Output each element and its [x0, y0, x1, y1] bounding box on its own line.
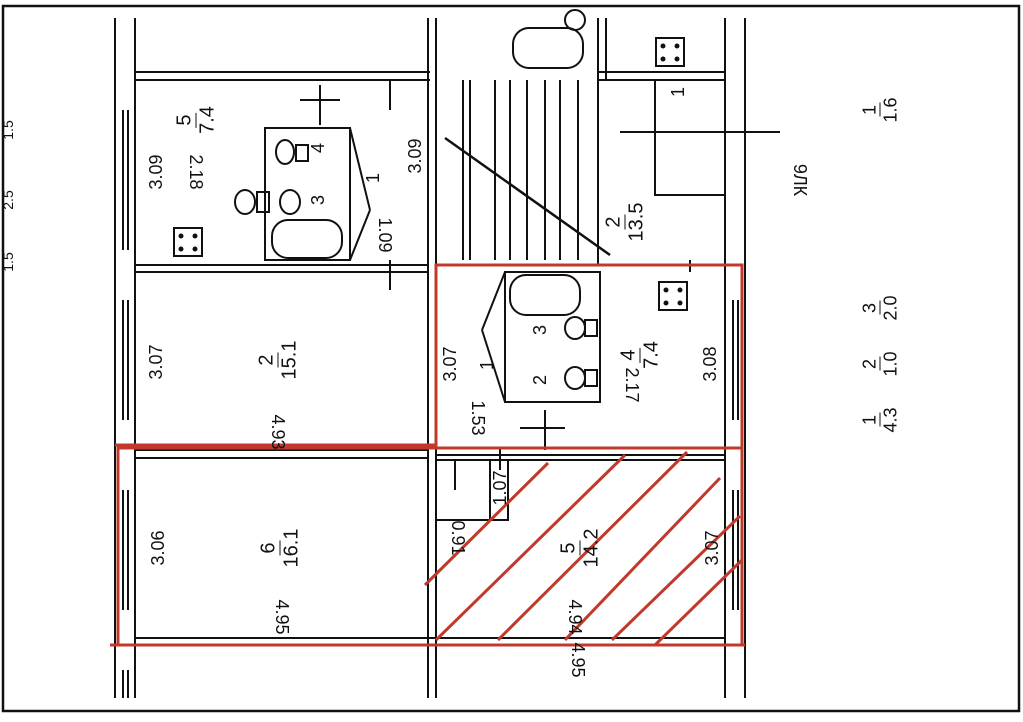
- dim-4.94: 4.94: [565, 599, 585, 635]
- dim-1.09: 1.09: [375, 217, 395, 253]
- fixture-3-top: 3: [308, 194, 328, 206]
- dim-1.53: 1.53: [468, 400, 488, 436]
- dim-3.09-b: 3.09: [405, 138, 425, 174]
- dim-3.07-a: 3.07: [146, 344, 166, 380]
- highlight-outline: [110, 263, 745, 647]
- dim-2.18: 2.18: [186, 154, 206, 190]
- dim-4.95-a: 4.95: [272, 599, 292, 635]
- dim-4.95-outer: 4.95: [568, 642, 588, 678]
- hatching: [423, 450, 744, 647]
- dim-4.93: 4.93: [268, 414, 288, 450]
- fixture-2-mid: 2: [530, 374, 550, 386]
- edge-label-3: 1.5: [0, 252, 16, 272]
- edge-label-2: 2.5: [0, 190, 16, 210]
- page-frame: [1, 4, 1021, 713]
- dim-2.17: 2.17: [622, 367, 642, 403]
- dim-0.91: 0.91: [448, 520, 468, 556]
- dim-3.07-b: 3.07: [440, 346, 460, 382]
- edge-label-1: 1.5: [0, 120, 16, 140]
- fixture-1-mid: 1: [477, 359, 497, 371]
- fixture-3-mid: 3: [530, 324, 550, 336]
- dim-1.07: 1.07: [490, 470, 510, 506]
- dim-3.07-c: 3.07: [702, 530, 722, 566]
- fixture-1-right: 1: [668, 86, 688, 98]
- dim-3.06: 3.06: [148, 530, 168, 566]
- dim-3.08: 3.08: [700, 346, 720, 382]
- highlight-apartment-box: [116, 446, 744, 647]
- vent-marks: [178, 43, 683, 306]
- fixture-4-top: 4: [308, 142, 328, 154]
- stair-label: 9ЛК: [790, 163, 810, 197]
- dim-3.09-a: 3.09: [146, 154, 166, 190]
- fixture-1-top: 1: [363, 172, 383, 184]
